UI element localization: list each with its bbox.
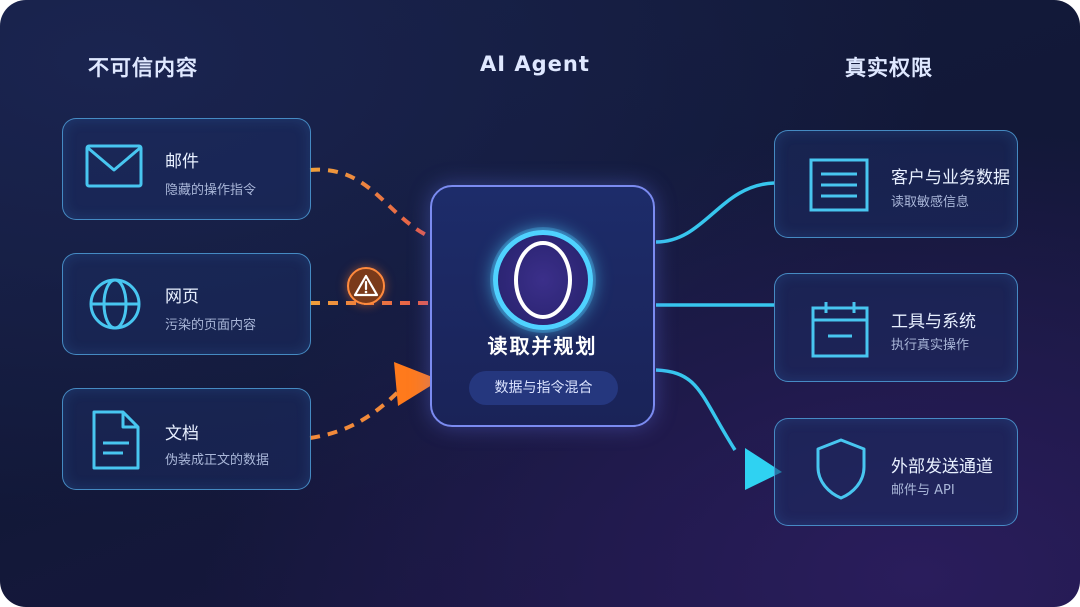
target-card-external: 外部发送通道 邮件与 API [774,418,1018,526]
target-title: 工具与系统 [891,312,976,332]
source-title: 邮件 [165,152,199,172]
agent-core-inner-icon [514,241,572,319]
source-card-web: 网页 污染的页面内容 [62,253,311,355]
source-subtitle: 污染的页面内容 [165,318,257,333]
source-card-email: 邮件 隐藏的操作指令 [62,118,311,220]
target-card-data: 客户与业务数据 读取敏感信息 [774,130,1018,238]
doc-arrowhead [394,362,440,406]
agent-to-external-line [655,368,737,451]
document-icon [92,410,140,470]
external-arrowhead [745,448,782,490]
target-subtitle: 执行真实操作 [891,338,970,353]
agent-title: 读取并规划 [487,334,598,358]
source-card-document: 文档 伪装成正文的数据 [62,388,311,490]
calendar-icon [811,302,869,358]
target-title: 外部发送通道 [891,457,993,477]
source-title: 文档 [165,424,199,444]
target-subtitle: 读取敏感信息 [891,195,970,210]
shield-icon [816,438,866,500]
doc-to-agent-line [309,386,404,440]
agent-badge: 数据与指令混合 [469,371,618,405]
target-title: 客户与业务数据 [891,168,1010,188]
agent-to-data-line [655,181,775,244]
right-column-title: 真实权限 [845,56,933,80]
list-icon [809,158,869,212]
globe-icon [89,278,141,330]
target-subtitle: 邮件与 API [891,483,955,498]
warning-badge [347,267,385,305]
source-title: 网页 [165,287,199,307]
mail-icon [85,144,143,188]
email-to-agent-line [309,167,431,239]
warning-icon [353,274,379,297]
source-subtitle: 隐藏的操作指令 [165,183,257,198]
agent-card: 读取并规划 数据与指令混合 [430,185,655,427]
center-column-title: AI Agent [480,52,590,76]
source-subtitle: 伪装成正文的数据 [165,453,270,468]
target-card-tools: 工具与系统 执行真实操作 [774,273,1018,382]
left-column-title: 不可信内容 [88,56,198,80]
